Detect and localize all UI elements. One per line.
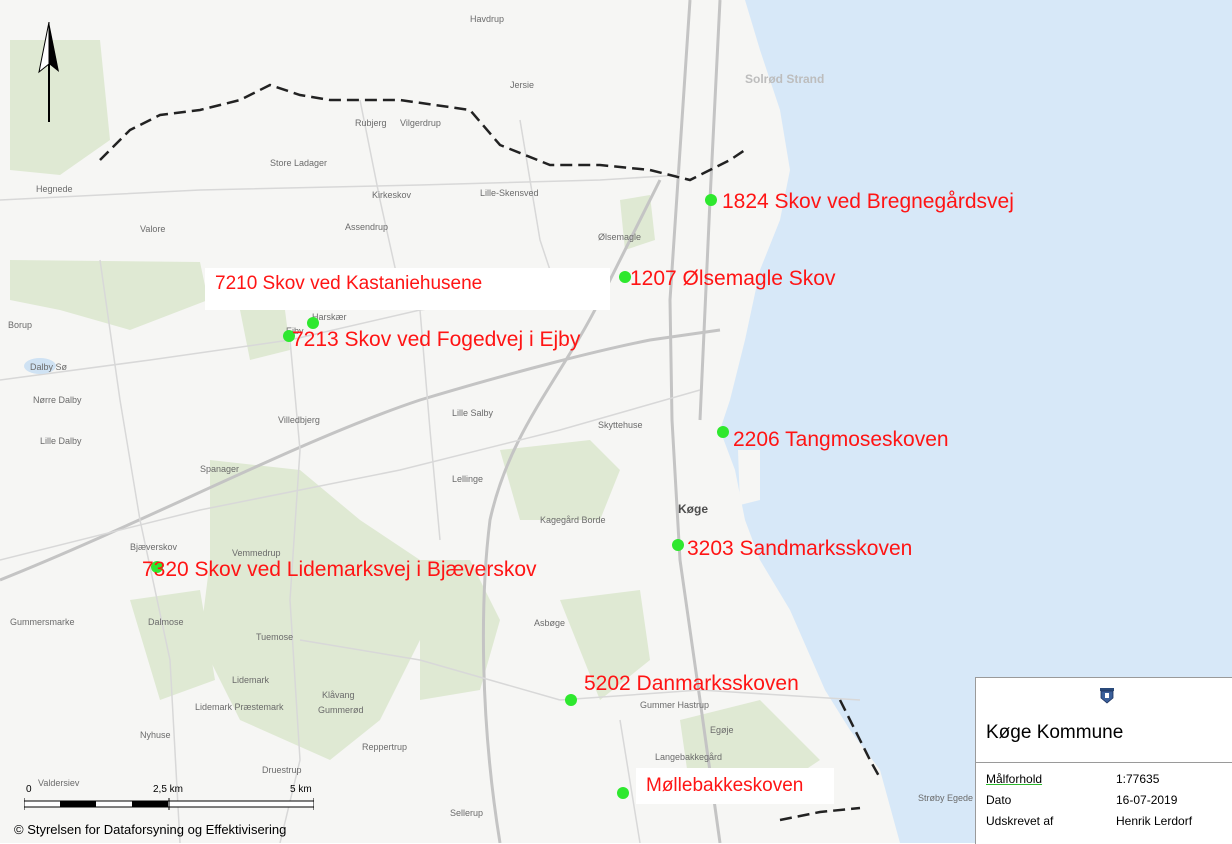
place-name: Havdrup	[470, 14, 505, 24]
minor-roads	[0, 99, 861, 843]
place-name: Assendrup	[345, 222, 389, 232]
site-label: 7210 Skov ved Kastaniehusene	[205, 268, 610, 310]
place-name: Ejby	[286, 326, 304, 336]
info-key-date: Dato	[986, 793, 1012, 807]
site-label: 1824 Skov ved Bregnegårdsvej	[722, 190, 1014, 213]
scale-tick-label: 0	[26, 784, 32, 795]
place-name: Vemmedrup	[232, 548, 281, 558]
copyright-credit: © Styrelsen for Dataforsyning og Effekti…	[14, 822, 287, 837]
place-name: Lidemark	[232, 675, 270, 685]
site-label: 2206 Tangmoseskoven	[733, 428, 949, 451]
place-name: Klåvang	[322, 690, 355, 700]
place-name: Vilgerdrup	[400, 118, 441, 128]
forest-site-marker[interactable]	[151, 561, 163, 573]
place-name: Spanager	[200, 464, 240, 474]
site-label: 7213 Skov ved Fogedvej i Ejby	[292, 328, 581, 351]
site-label: 3203 Sandmarksskoven	[687, 537, 913, 560]
place-name: Gummerød	[318, 705, 364, 715]
sea	[720, 0, 1232, 843]
forest-site-marker[interactable]	[283, 330, 295, 342]
municipality-crest-icon	[1100, 688, 1114, 704]
place-name: Borup	[8, 320, 33, 330]
forest-site-marker[interactable]	[619, 271, 631, 283]
site-label: 1207 Ølsemagle Skov	[630, 267, 836, 290]
site-label: 5202 Danmarksskoven	[584, 672, 799, 695]
forest-site-marker[interactable]	[672, 539, 684, 551]
place-name: Kagegård Borde	[540, 515, 606, 525]
place-name: Villedbjerg	[278, 415, 320, 425]
forest-site-marker[interactable]	[617, 787, 629, 799]
place-name: Jersie	[510, 80, 535, 90]
info-value-printed-by: Henrik Lerdorf	[1116, 814, 1193, 828]
place-name: Rubjerg	[355, 118, 387, 128]
forest-site-marker[interactable]	[565, 694, 577, 706]
place-name: Druestrup	[262, 765, 302, 775]
municipality-name: Køge Kommune	[986, 722, 1124, 743]
divider	[976, 762, 1232, 763]
place-name: Nyhuse	[140, 730, 171, 740]
place-name: Kirkeskov	[372, 190, 412, 200]
info-key-scale: Målforhold	[986, 772, 1043, 786]
site-label: 7320 Skov ved Lidemarksvej i Bjæverskov	[142, 558, 537, 581]
place-name: Egøje	[710, 725, 734, 735]
place-name: Asbøge	[534, 618, 566, 628]
place-name: Valore	[140, 224, 166, 234]
place-name: Lellinge	[452, 474, 484, 484]
place-name: Lille Salby	[452, 408, 494, 418]
place-name: Køge	[678, 502, 708, 516]
place-name: Bjæverskov	[130, 542, 178, 552]
info-value-scale: 1:77635	[1116, 772, 1160, 786]
forest-areas	[10, 40, 820, 800]
place-name: Hegnede	[36, 184, 73, 194]
title-box: Køge Kommune Målforhold 1:77635 Dato 16-…	[975, 677, 1232, 844]
forest-site-marker[interactable]	[705, 194, 717, 206]
place-name: Gummersmarke	[10, 617, 75, 627]
place-name: Lille-Skensved	[480, 188, 539, 198]
scale-bar: 0 2,5 km 5 km	[18, 784, 318, 822]
forest-site-marker[interactable]	[717, 426, 729, 438]
place-name: Sellerup	[450, 808, 484, 818]
info-value-date: 16-07-2019	[1116, 793, 1178, 807]
place-name: Reppertrup	[362, 742, 408, 752]
place-name: Skyttehuse	[598, 420, 643, 430]
scale-tick-label: 5 km	[290, 784, 312, 795]
place-name: Dalby Sø	[30, 362, 68, 372]
place-name: Langebakkegård	[655, 752, 723, 762]
info-key-printed-by: Udskrevet af	[986, 814, 1054, 828]
place-name: Lille Dalby	[40, 436, 82, 446]
place-name: Solrød Strand	[745, 72, 825, 86]
place-name: Ølsemagle	[598, 232, 642, 242]
place-name: Store Ladager	[270, 158, 328, 168]
north-arrow-icon	[38, 22, 59, 122]
place-name: Gummer Hastrup	[640, 700, 710, 710]
site-label: Møllebakkeskoven	[636, 768, 834, 804]
place-name: Lidemark Præstemark	[195, 702, 284, 712]
place-name: Dalmose	[148, 617, 184, 627]
place-name: Harskær	[312, 312, 347, 322]
place-name: Nørre Dalby	[33, 395, 82, 405]
forest-site-marker[interactable]	[307, 317, 319, 329]
scale-tick-label: 2,5 km	[153, 784, 184, 795]
place-name: Tuemose	[256, 632, 294, 642]
place-name: Strøby Egede	[918, 793, 974, 803]
place-name: Valdersiev	[38, 778, 80, 788]
